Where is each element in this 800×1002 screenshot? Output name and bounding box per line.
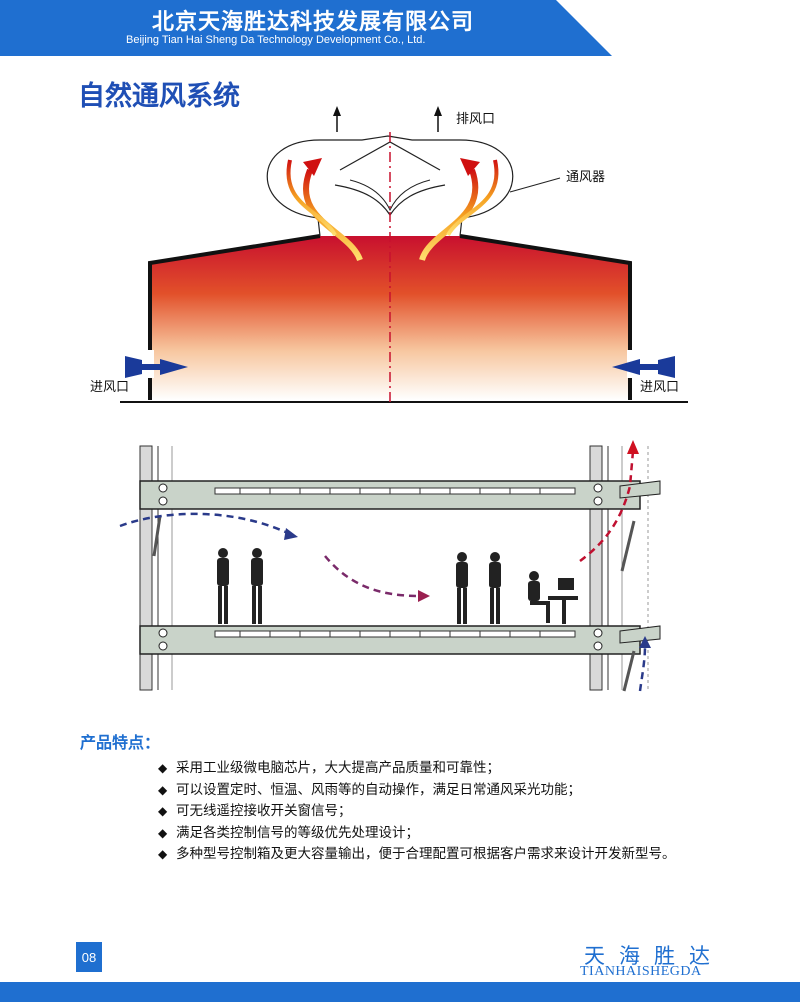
company-name-cn: 北京天海胜达科技发展有限公司 <box>152 10 475 35</box>
header-background <box>0 0 612 56</box>
floor-airflow-diagram <box>100 436 700 696</box>
feature-item: ◆可无线遥控接收开关窗信号； <box>158 801 718 823</box>
brand-name-en: TIANHAISHEGDA <box>580 964 702 979</box>
label-ventilator: 通风器 <box>566 170 606 185</box>
label-inlet-left: 进风口 <box>90 380 130 395</box>
footer-band <box>0 982 800 1002</box>
ventilation-section-diagram: 排风口 通风器 进风口 进风口 <box>90 100 700 410</box>
company-name-en: Beijing Tian Hai Sheng Da Technology Dev… <box>126 34 426 46</box>
features-heading: 产品特点： <box>80 733 161 752</box>
diamond-bullet-icon: ◆ <box>158 847 168 861</box>
header-band: 北京天海胜达科技发展有限公司 Beijing Tian Hai Sheng Da… <box>0 0 800 56</box>
diamond-bullet-icon: ◆ <box>158 761 168 775</box>
features-list: ◆采用工业级微电脑芯片，大大提高产品质量和可靠性； ◆可以设置定时、恒温、风雨等… <box>158 758 718 866</box>
brand-name-cn: 天海胜达 <box>584 944 724 968</box>
page-number: 08 <box>76 942 102 972</box>
diamond-bullet-icon: ◆ <box>158 782 168 797</box>
feature-item: ◆可以设置定时、恒温、风雨等的自动操作，满足日常通风采光功能； <box>158 780 718 802</box>
label-inlet-right: 进风口 <box>640 380 680 395</box>
feature-item: ◆满足各类控制信号的等级优先处理设计； <box>158 823 718 845</box>
diamond-bullet-icon: ◆ <box>158 804 168 818</box>
page-title: 自然通风系统 <box>78 81 240 112</box>
label-exhaust: 排风口 <box>456 112 496 127</box>
feature-item: ◆采用工业级微电脑芯片，大大提高产品质量和可靠性； <box>158 758 718 780</box>
diamond-bullet-icon: ◆ <box>158 825 168 840</box>
feature-item: ◆多种型号控制箱及更大容量输出，便于合理配置可根据客户需求来设计开发新型号。 <box>158 844 696 866</box>
